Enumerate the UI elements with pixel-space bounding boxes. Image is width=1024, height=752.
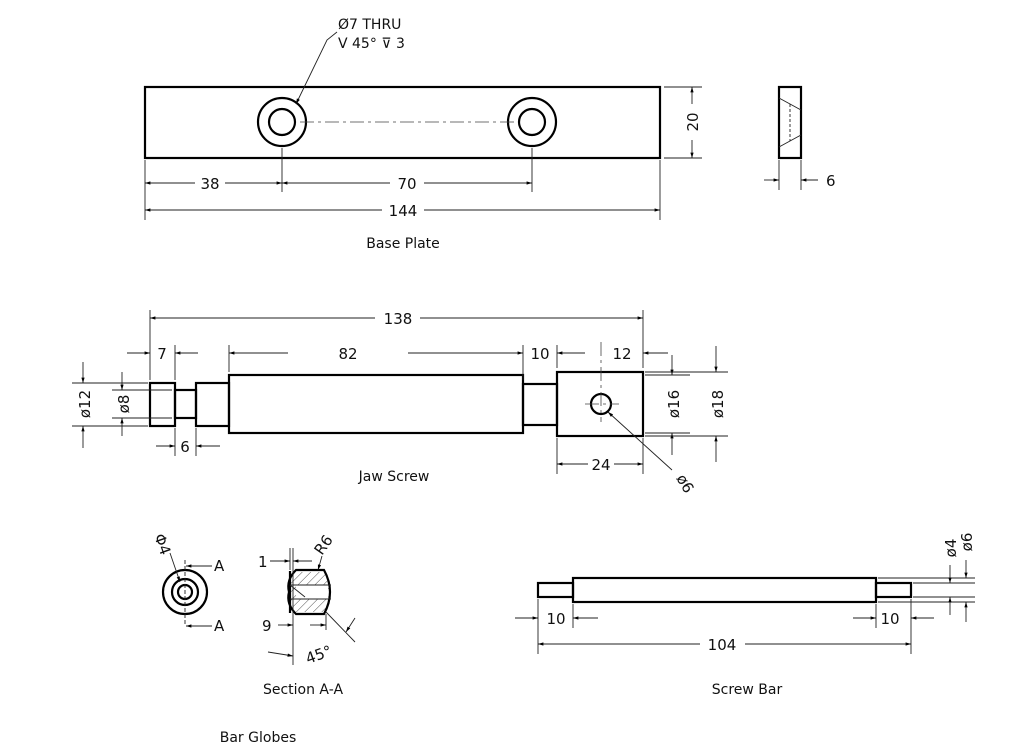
hole-right <box>506 96 558 148</box>
dim-10-left: 10 <box>546 610 565 628</box>
jaw-screw-title: Jaw Screw <box>358 469 430 485</box>
section-mark-bottom: A <box>214 617 225 635</box>
dim-d4: Φ4 <box>150 531 174 557</box>
section-mark-top: A <box>214 557 225 575</box>
bar-globes-view: A A Φ4 1 R6 9 45° Section A-A Bar Globes <box>150 531 356 746</box>
base-plate-title: Base Plate <box>366 236 440 252</box>
dim-6: 6 <box>180 438 190 456</box>
hole-note-line2: V 45° ⊽ 3 <box>338 36 405 52</box>
bar-globes-title: Bar Globes <box>220 730 297 746</box>
dim-r6: R6 <box>311 532 337 559</box>
dim-144: 144 <box>389 202 418 220</box>
hole-note-leader <box>295 31 338 105</box>
dim-d8: ø8 <box>115 395 133 414</box>
jaw-screw-view: 138 7 82 10 12 ø12 ø8 6 ø16 ø18 24 <box>72 310 728 496</box>
base-plate-outline <box>143 85 662 160</box>
dim-d6: ø6 <box>958 533 976 552</box>
screw-bar-title: Screw Bar <box>712 682 783 698</box>
dim-38: 38 <box>200 175 219 193</box>
base-plate-side-view: 6 <box>764 85 836 190</box>
dim-138: 138 <box>384 310 413 328</box>
section-a-a <box>287 568 332 616</box>
dim-12: 12 <box>612 345 631 363</box>
dim-d16: ø16 <box>665 390 683 418</box>
dim-d4: ø4 <box>942 539 960 558</box>
dim-104: 104 <box>708 636 737 654</box>
hole-left <box>256 96 308 148</box>
dim-45: 45° <box>303 642 334 668</box>
dim-d6: ø6 <box>673 471 698 496</box>
screw-bar-view: 10 10 104 ø4 ø6 Screw Bar <box>515 533 976 698</box>
dim-10-right: 10 <box>880 610 899 628</box>
dim-1: 1 <box>258 553 268 571</box>
dim-24: 24 <box>591 456 610 474</box>
dim-82: 82 <box>338 345 357 363</box>
dim-height: 20 <box>684 112 702 131</box>
dim-70: 70 <box>397 175 416 193</box>
base-plate-view: Ø7 THRU V 45° ⊽ 3 20 38 70 144 Base Plat… <box>143 17 702 252</box>
dim-7: 7 <box>157 345 167 363</box>
dim-9: 9 <box>262 617 272 635</box>
hole-note-line1: Ø7 THRU <box>338 17 401 33</box>
dim-10: 10 <box>530 345 549 363</box>
section-title: Section A-A <box>263 682 343 698</box>
dim-d12: ø12 <box>76 390 94 418</box>
dim-d18: ø18 <box>709 390 727 418</box>
dim-thickness: 6 <box>826 172 836 190</box>
